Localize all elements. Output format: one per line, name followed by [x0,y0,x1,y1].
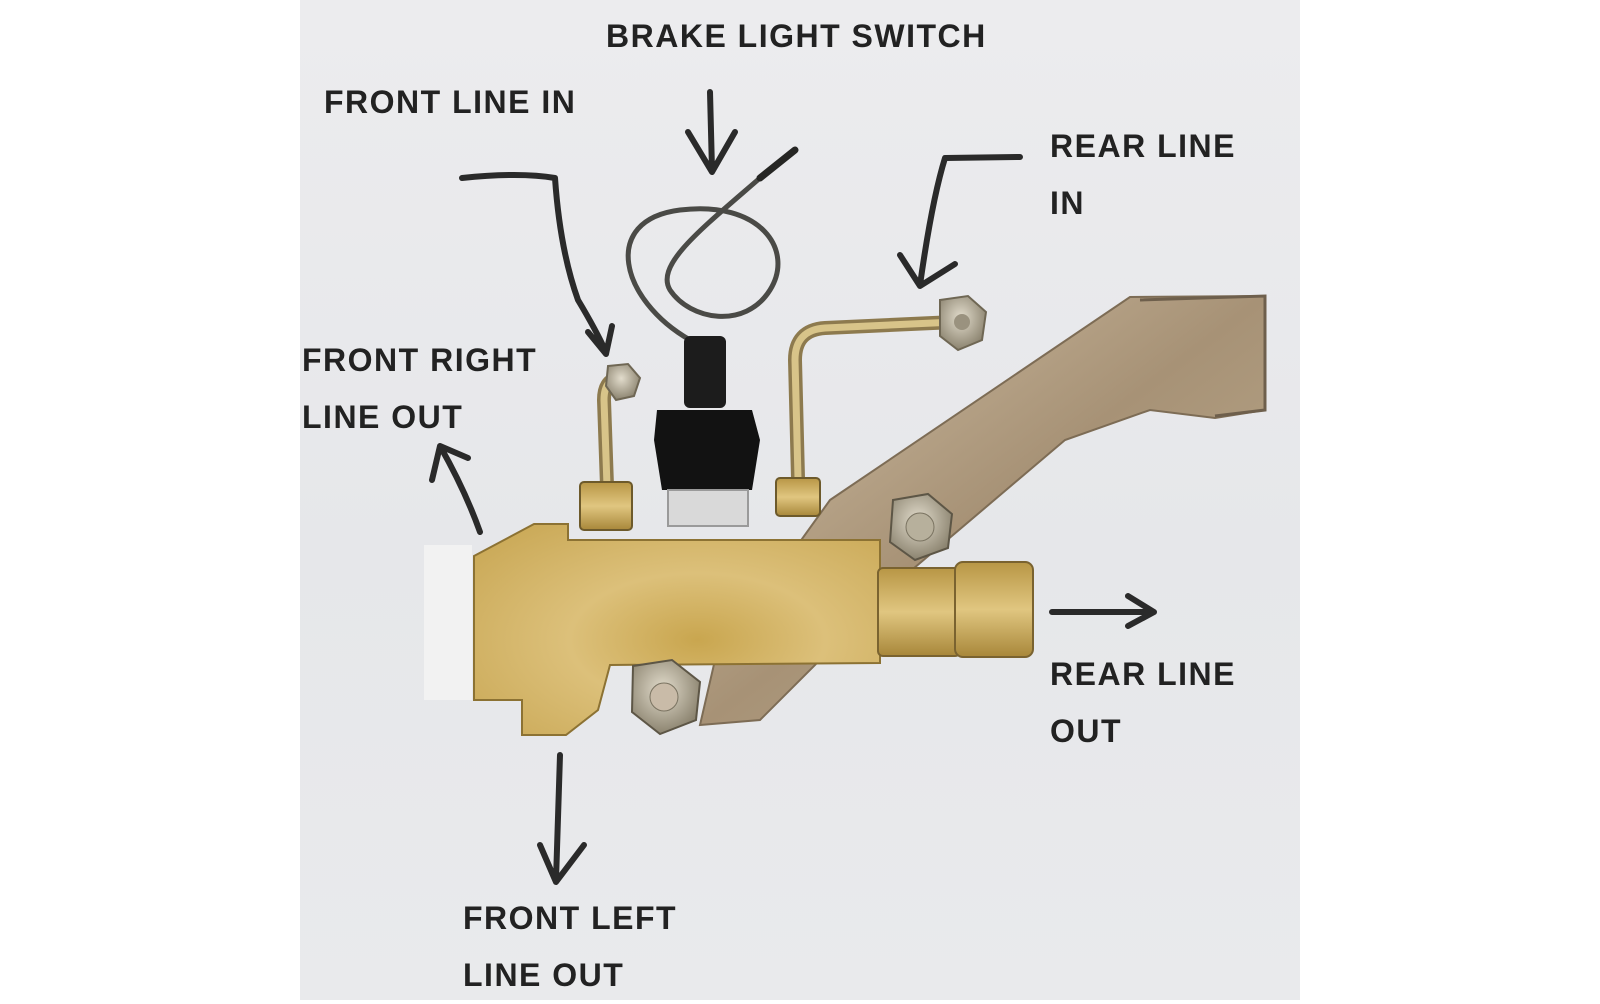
brake-light-switch-arrow [685,89,738,175]
rear-line-out-fitting [877,561,1034,658]
rear-line-in-line-1: REAR LINE [1050,128,1236,164]
brake-light-switch-wire [625,146,799,343]
bottom-bolt [630,658,702,736]
front-left-line-out-arrow [537,752,587,885]
brake-light-switch-connector [654,336,760,527]
front-line-in-label: FRONT LINE IN [324,74,576,131]
brake-light-switch-label: BRAKE LIGHT SWITCH [606,8,987,65]
rear-line-out-line-1: REAR LINE [1050,656,1236,692]
rear-line-in-line-2: IN [1050,185,1085,221]
front-left-line-out-label: FRONT LEFT LINE OUT [463,890,677,1004]
top-bolt [888,492,954,562]
brake-light-switch-text: BRAKE LIGHT SWITCH [606,18,987,54]
front-line-in-text: FRONT LINE IN [324,84,577,120]
rear-line-in-label: REAR LINE IN [1050,118,1236,232]
front-left-line-out-line-2: LINE OUT [463,957,625,993]
front-line-in-tube [579,362,642,531]
valve-body [424,523,881,736]
front-line-in-arrow [459,172,615,357]
front-right-line-out-line-2: LINE OUT [302,399,464,435]
front-right-line-out-line-1: FRONT RIGHT [302,342,538,378]
front-right-line-out-arrow [429,443,483,535]
front-right-line-out-label: FRONT RIGHT LINE OUT [302,332,537,446]
rear-line-out-arrow [1049,593,1157,629]
rear-line-out-label: REAR LINE OUT [1050,646,1236,760]
rear-line-in-arrow [897,154,1023,289]
rear-line-in-tube [775,294,988,517]
front-left-line-out-line-1: FRONT LEFT [463,900,678,936]
rear-line-out-line-2: OUT [1050,713,1123,749]
